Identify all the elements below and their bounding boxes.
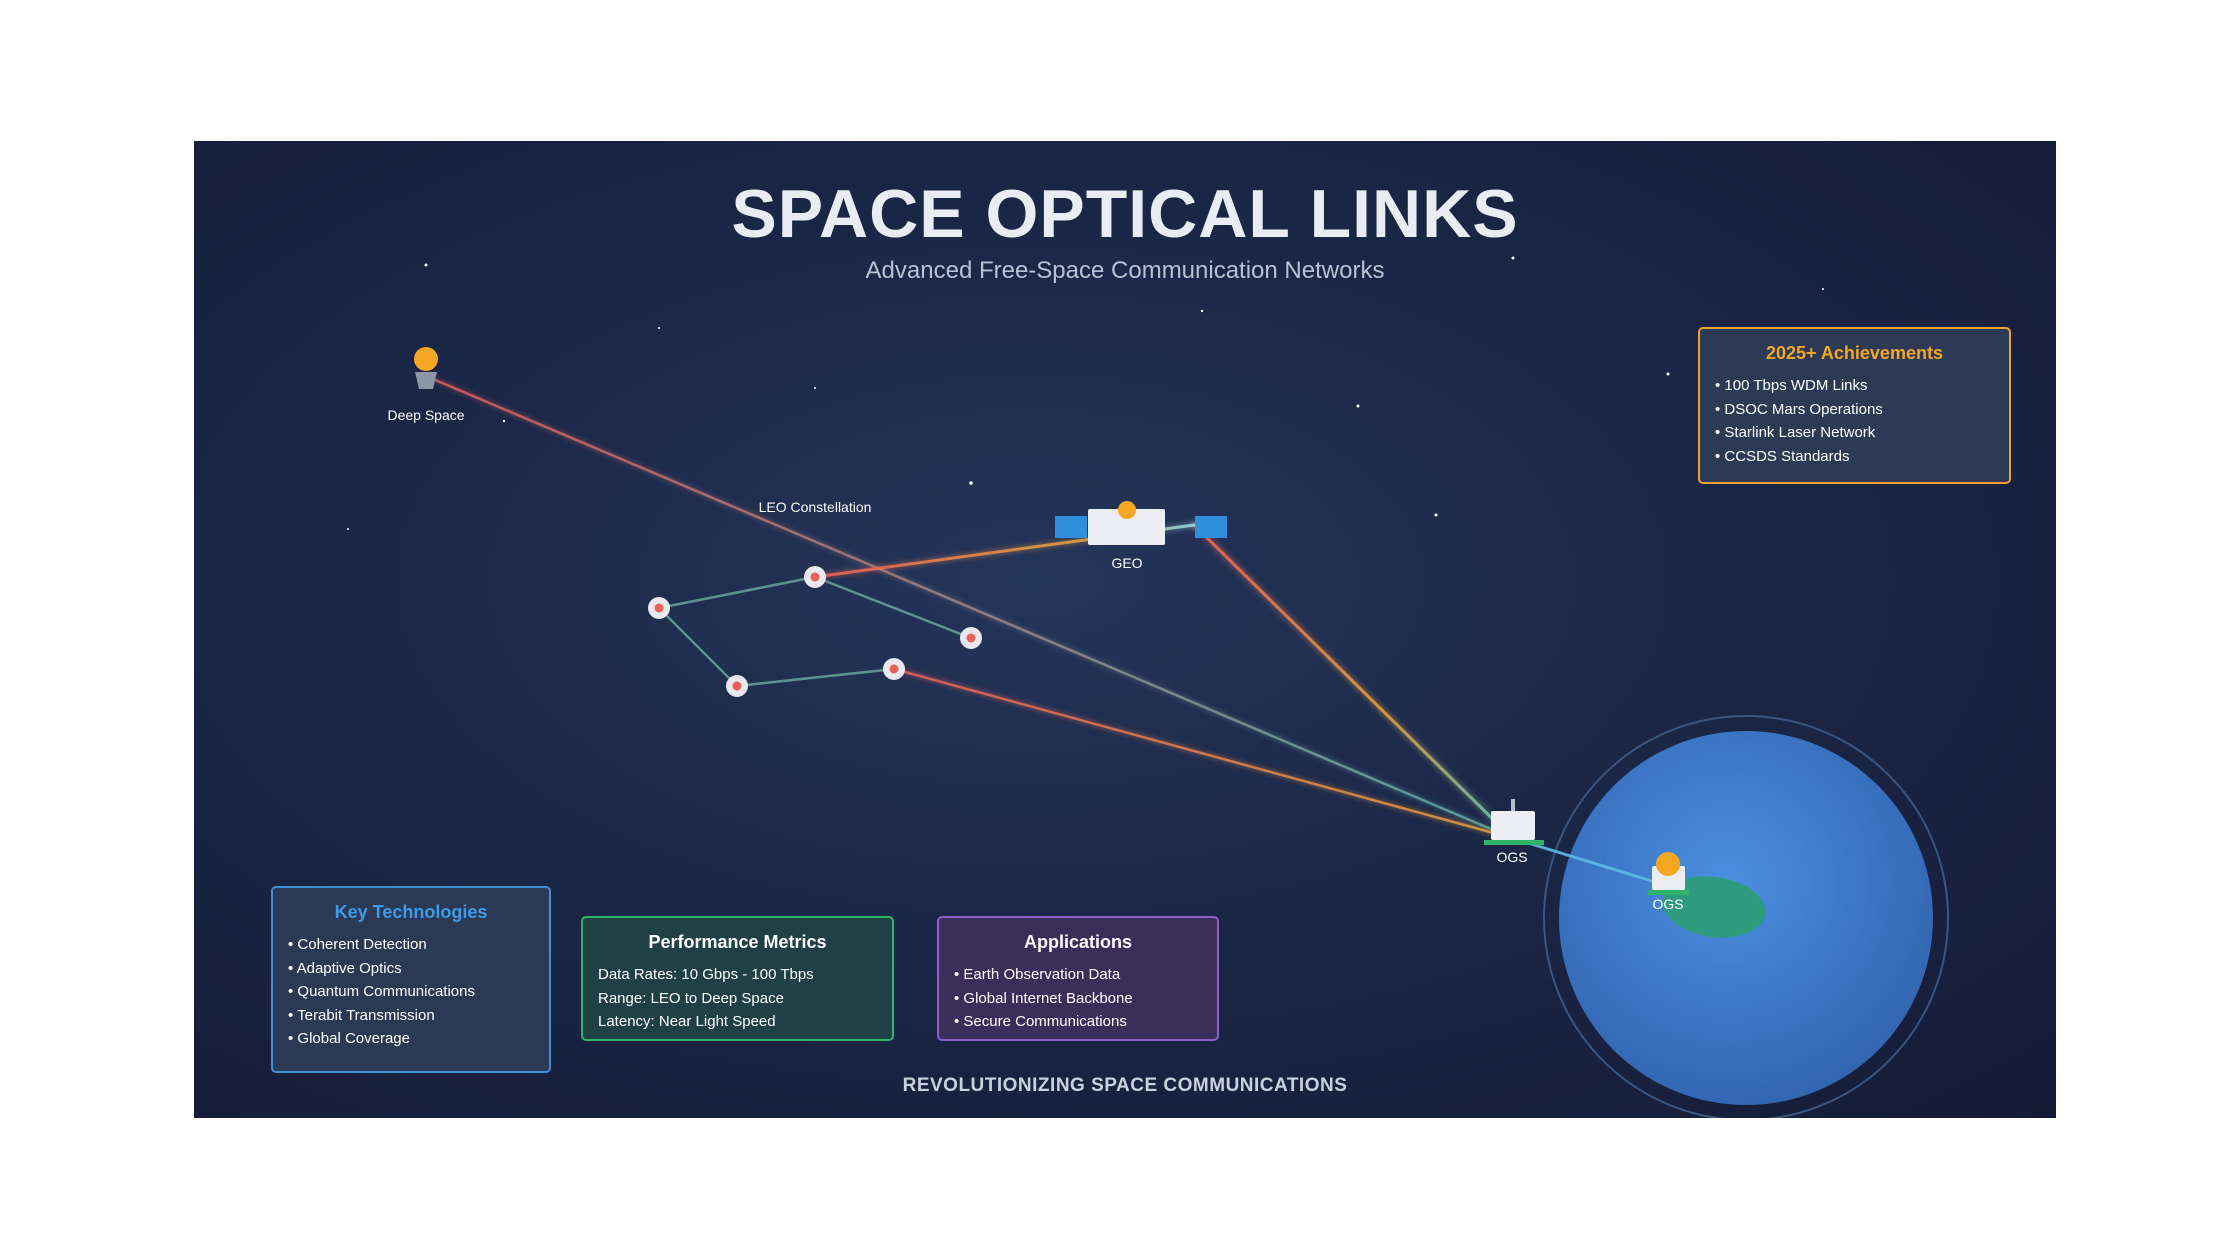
star <box>1822 288 1824 290</box>
leo-crosslink <box>657 606 739 688</box>
stars <box>347 256 1824 530</box>
page-subtitle: Advanced Free-Space Communication Networ… <box>865 257 1385 284</box>
leo-ground-link <box>892 667 1514 840</box>
performance-metrics-title: Performance Metrics <box>648 932 827 952</box>
earth-atmosphere-ring <box>1543 715 1949 1118</box>
deep-space-probe-icon <box>414 347 438 389</box>
technology-item: • Adaptive Optics <box>288 959 402 977</box>
star <box>424 263 428 267</box>
metric-item: Range: LEO to Deep Space <box>598 989 784 1007</box>
achievement-item: • 100 Tbps WDM Links <box>1715 377 1868 394</box>
leo-crosslink <box>657 575 817 610</box>
geo-satellite-icon <box>1055 501 1227 545</box>
leo-crosslink <box>813 575 973 640</box>
metric-item: Latency: Near Light Speed <box>598 1013 776 1030</box>
key-technologies-title: Key Technologies <box>334 902 488 922</box>
leo-crosslink <box>735 667 896 688</box>
ogs-label: OGS <box>1496 849 1528 865</box>
ground-station-link <box>1510 836 1670 888</box>
geo-label: GEO <box>1111 555 1143 571</box>
star <box>658 327 660 329</box>
star <box>969 481 973 485</box>
star <box>1200 309 1204 313</box>
star <box>1666 372 1670 376</box>
earth <box>1543 715 1949 1118</box>
star <box>814 387 816 389</box>
leo-satellite <box>726 675 748 697</box>
leo-satellite <box>883 658 905 680</box>
network-diagram <box>347 256 1949 1118</box>
key-technologies-panel: Key Technologies • Coherent Detection • … <box>271 886 551 1073</box>
achievements-panel: 2025+ Achievements • 100 Tbps WDM Links … <box>1698 327 2011 484</box>
application-item: • Secure Communications <box>954 1013 1127 1030</box>
optical-ground-station-icon <box>1484 799 1544 845</box>
technology-item: • Coherent Detection <box>288 936 427 953</box>
optical-links <box>423 373 1670 888</box>
leo-satellites <box>648 566 982 697</box>
performance-metrics-panel: Performance Metrics Data Rates: 10 Gbps … <box>581 916 894 1041</box>
technology-item: • Global Coverage <box>288 1030 410 1047</box>
leo-satellite <box>960 627 982 649</box>
deep-space-label: Deep Space <box>387 407 465 423</box>
applications-panel: Applications • Earth Observation Data • … <box>937 916 1219 1041</box>
diagram-canvas: SPACE OPTICAL LINKS Advanced Free-Space … <box>194 141 2056 1118</box>
deep-space-link <box>424 374 1514 840</box>
star <box>1356 404 1360 408</box>
footer-tagline: REVOLUTIONIZING SPACE COMMUNICATIONS <box>902 1075 1348 1096</box>
page-title: SPACE OPTICAL LINKS <box>731 176 1519 252</box>
star <box>347 528 349 530</box>
technology-item: • Quantum Communications <box>288 983 475 1000</box>
achievement-item: • DSOC Mars Operations <box>1715 400 1883 418</box>
leo-constellation-label: LEO Constellation <box>758 499 872 515</box>
application-item: • Earth Observation Data <box>954 966 1121 983</box>
earth-ogs-label: OGS <box>1652 896 1684 912</box>
technology-item: • Terabit Transmission <box>288 1006 435 1024</box>
earth-ground-station-icon <box>1648 852 1689 895</box>
achievement-item: • CCSDS Standards <box>1715 447 1850 465</box>
star <box>1434 513 1438 517</box>
metric-item: Data Rates: 10 Gbps - 100 Tbps <box>598 966 814 983</box>
geo-ground-link <box>1192 523 1514 840</box>
star <box>502 419 506 423</box>
application-item: • Global Internet Backbone <box>954 989 1133 1007</box>
applications-title: Applications <box>1023 932 1132 952</box>
achievement-item: • Starlink Laser Network <box>1715 424 1876 441</box>
leo-satellite <box>648 597 670 619</box>
achievements-title: 2025+ Achievements <box>1766 343 1943 363</box>
leo-satellite <box>804 566 826 588</box>
star <box>1511 256 1515 260</box>
